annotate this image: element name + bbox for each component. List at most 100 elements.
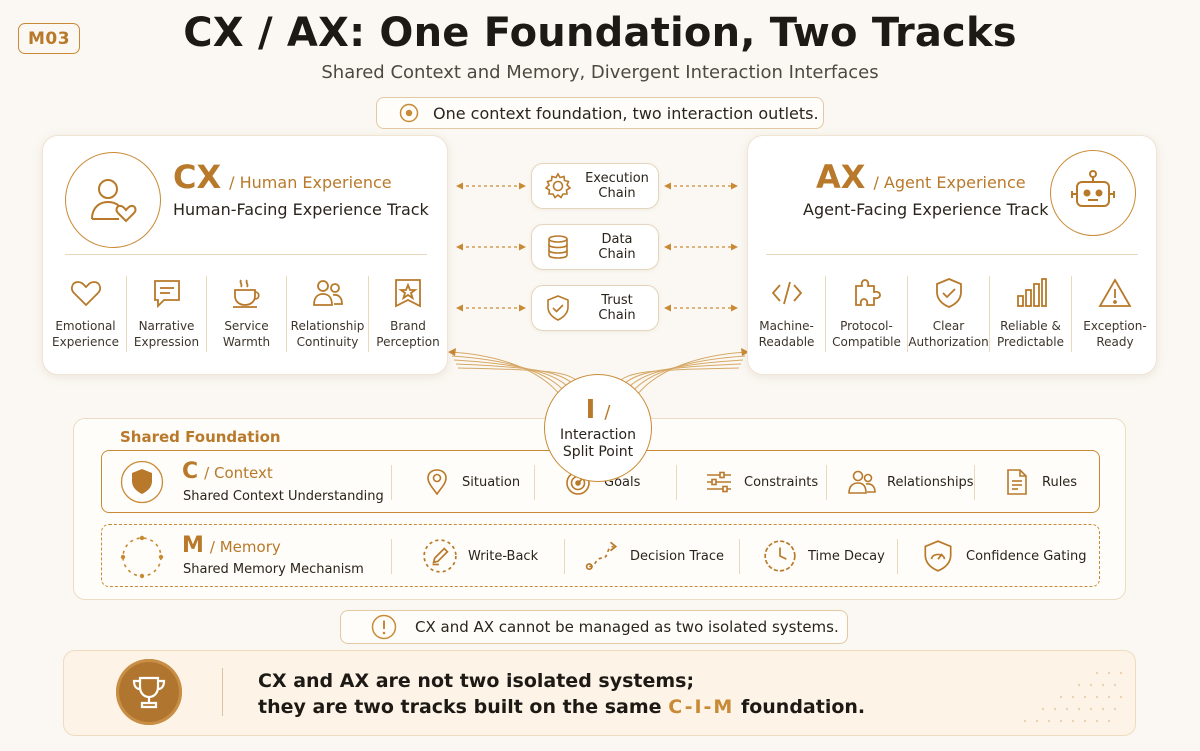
cx-feature-line2: Experience bbox=[52, 335, 119, 349]
ax-feature-line1: Protocol- bbox=[840, 319, 893, 333]
ax-feature-line2: Compatible bbox=[832, 335, 901, 349]
cx-avatar-circle bbox=[65, 152, 161, 248]
shared-foundation-label: Shared Foundation bbox=[120, 428, 281, 446]
chain-label-line2: Chain bbox=[598, 247, 636, 262]
cx-title: CX bbox=[173, 158, 222, 196]
context-letter: C bbox=[182, 459, 199, 484]
ax-feature: Machine- Readable bbox=[748, 276, 826, 352]
context-item-label: Situation bbox=[462, 474, 521, 490]
page-subtitle: Shared Context and Memory, Divergent Int… bbox=[321, 62, 879, 83]
context-separator bbox=[391, 465, 392, 500]
ax-card: AX / Agent Experience Agent-Facing Exper… bbox=[747, 135, 1157, 375]
cx-feature-line2: Warmth bbox=[222, 335, 271, 349]
cx-feature: Narrative Expression bbox=[127, 276, 207, 352]
module-badge: M03 bbox=[18, 23, 80, 54]
conclusion-line2: they are two tracks built on the same C-… bbox=[258, 694, 865, 720]
trace-path-icon bbox=[585, 541, 618, 571]
map-pin-icon bbox=[427, 469, 447, 496]
ax-feature-line1: Exception- bbox=[1083, 319, 1147, 333]
memory-label: / Memory bbox=[209, 538, 281, 556]
conclusion-line2-start: they are two tracks built on the same bbox=[258, 696, 662, 718]
cx-feature-line2: Continuity bbox=[296, 335, 359, 349]
ax-divider bbox=[766, 254, 1138, 255]
top-note-pill: One context foundation, two interaction … bbox=[376, 97, 824, 129]
ax-feature: Exception- Ready bbox=[1072, 276, 1158, 352]
memory-row: M / Memory Shared Memory Mechanism Write… bbox=[101, 524, 1100, 587]
split-slash: / bbox=[604, 401, 611, 423]
robot-icon bbox=[1071, 170, 1115, 207]
people-icon bbox=[312, 280, 343, 306]
ax-feature-line1: Machine- bbox=[759, 319, 814, 333]
cx-feature-line2: Perception bbox=[376, 335, 440, 349]
cx-feature: Emotional Experience bbox=[45, 276, 127, 352]
gear-icon bbox=[544, 172, 572, 199]
memory-item-decision-trace: Decision Trace bbox=[584, 538, 724, 574]
split-label-line1: Interaction bbox=[560, 426, 636, 443]
cx-card: CX / Human Experience Human-Facing Exper… bbox=[42, 135, 448, 375]
ax-subtitle: Agent-Facing Experience Track bbox=[803, 200, 1049, 219]
people-icon bbox=[848, 470, 876, 494]
ax-title-suffix: / Agent Experience bbox=[873, 173, 1026, 192]
bar-chart-icon bbox=[1016, 278, 1047, 307]
cup-icon bbox=[232, 279, 260, 308]
context-separator bbox=[534, 465, 535, 500]
cx-feature: Relationship Continuity bbox=[287, 276, 369, 352]
context-separator bbox=[676, 465, 677, 500]
cx-feature-line1: Brand bbox=[390, 319, 426, 333]
ax-feature-line1: Clear bbox=[932, 319, 965, 333]
puzzle-icon bbox=[854, 279, 881, 306]
context-subtitle: Shared Context Understanding bbox=[183, 489, 384, 504]
context-item-label: Rules bbox=[1042, 474, 1078, 490]
shield-check-icon bbox=[547, 295, 569, 321]
ax-title: AX bbox=[816, 158, 866, 196]
cim-highlight: C-I-M bbox=[668, 696, 735, 718]
memory-separator bbox=[564, 539, 565, 574]
context-item-label: Relationships bbox=[887, 474, 974, 490]
context-shield-icon bbox=[120, 460, 164, 504]
conclusion-card bbox=[63, 650, 1136, 736]
cx-feature-line1: Relationship bbox=[290, 319, 365, 333]
shield-check-icon bbox=[935, 278, 962, 308]
person-heart-icon bbox=[91, 179, 137, 223]
context-label: / Context bbox=[204, 464, 273, 482]
memory-subtitle: Shared Memory Mechanism bbox=[183, 562, 364, 577]
chain-label-line2: Chain bbox=[598, 308, 636, 323]
memory-item-label: Write-Back bbox=[468, 548, 539, 564]
memory-item-time-decay: Time Decay bbox=[762, 538, 885, 574]
memory-letter: M bbox=[182, 533, 204, 558]
heart-icon bbox=[70, 281, 101, 307]
cx-feature: Service Warmth bbox=[207, 276, 287, 352]
exclamation-circle-icon bbox=[371, 614, 397, 640]
trophy-icon bbox=[132, 676, 166, 709]
write-back-icon bbox=[423, 539, 457, 573]
memory-item-label: Time Decay bbox=[808, 548, 885, 564]
warning-text: CX and AX cannot be managed as two isola… bbox=[415, 618, 839, 636]
conclusion-separator bbox=[222, 668, 223, 716]
context-separator bbox=[826, 465, 827, 500]
memory-separator bbox=[391, 539, 392, 574]
cx-subtitle: Human-Facing Experience Track bbox=[173, 200, 429, 219]
chain-label-line1: Trust bbox=[601, 293, 633, 308]
chain-label-line2: Chain bbox=[598, 186, 636, 201]
memory-separator bbox=[897, 539, 898, 574]
conclusion-line1: CX and AX are not two isolated systems; bbox=[258, 670, 695, 692]
split-letter: I bbox=[585, 394, 596, 425]
context-item-constraints: Constraints bbox=[704, 467, 818, 497]
cx-title-suffix: / Human Experience bbox=[229, 173, 392, 192]
memory-item-write-back: Write-Back bbox=[422, 538, 538, 574]
memory-item-label: Confidence Gating bbox=[966, 548, 1087, 564]
context-item-label: Constraints bbox=[744, 474, 819, 490]
warning-icon bbox=[1098, 278, 1132, 307]
page-title: CX / AX: One Foundation, Two Tracks bbox=[183, 10, 1017, 56]
badge-star-icon bbox=[395, 279, 421, 308]
memory-item-label: Decision Trace bbox=[630, 548, 724, 564]
code-icon bbox=[771, 281, 802, 305]
memory-separator bbox=[739, 539, 740, 574]
chain-label-line1: Execution bbox=[585, 171, 649, 186]
chain-label-line1: Data bbox=[601, 232, 633, 247]
cx-feature-line2: Expression bbox=[133, 335, 200, 349]
ax-robot-circle bbox=[1050, 150, 1136, 236]
cx-feature-line1: Service bbox=[224, 319, 269, 333]
